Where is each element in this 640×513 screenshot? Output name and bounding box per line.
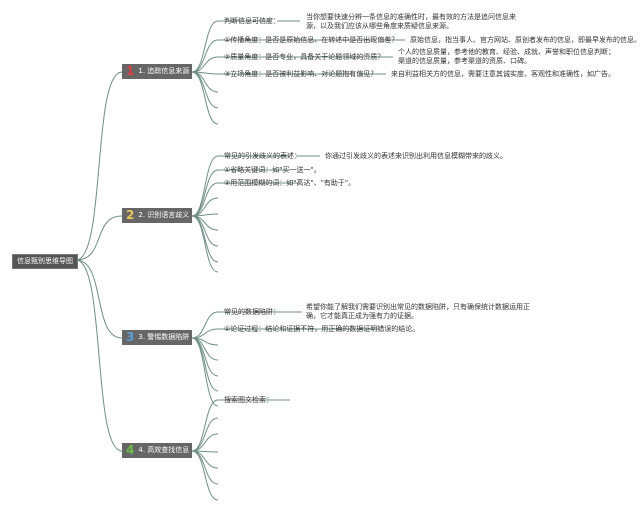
leaf-1-4-detail: 来自利益相关方的信息，需要注意其诚实度、客观性和准确性，如广告。	[391, 70, 615, 78]
number-icon-3: 3	[126, 330, 135, 344]
branch-2-connector-9	[191, 215, 219, 273]
branch-1-connector-2	[191, 39, 219, 73]
root-connector-2	[75, 215, 123, 261]
root-connector-1	[75, 71, 123, 261]
branch-2-connector-2	[191, 169, 219, 217]
branch-label-1: 1. 追踪信息来源	[138, 67, 190, 75]
branch-2-connector-3	[191, 182, 219, 217]
leaf-3-2: ①论证过程：结论和证据不符，用正确的数据证明错误的结论。	[224, 325, 420, 333]
branch-3-connector-1	[191, 311, 219, 339]
branch-node-4: 4 4. 高效查找信息	[122, 443, 192, 458]
leaf-1-2-detail: 原始信息，指当事人、官方网站、原创者发布的信息，即最早发布的信息。	[410, 36, 640, 44]
branch-4-connector-1	[191, 399, 219, 452]
number-icon-1: 1	[126, 64, 135, 78]
branch-4-connector-3	[191, 433, 219, 452]
branch-label-2: 2. 识别语言歧义	[138, 211, 190, 219]
number-icon-2: 2	[126, 208, 135, 222]
branch-1-connector-7	[191, 71, 219, 125]
branch-4-connector-7	[191, 450, 219, 501]
branch-1-connector-6	[191, 71, 219, 109]
root-node: 信息甄别思维导图	[12, 254, 78, 269]
branch-4-connector-2	[191, 417, 219, 452]
branch-1-connector-1	[191, 20, 219, 73]
leaf-1-3: ②质量角度：是否专业，具备关于论题领域的资质？	[224, 53, 385, 61]
branch-3-connector-6	[191, 337, 219, 392]
leaf-1-2: ①传播角度：是否是原始信息、在转述中是否出现偏差？	[224, 36, 399, 44]
leaf-2-2: ①省略关键词：如"买一送一"。	[224, 166, 321, 174]
root-connector-4	[75, 259, 123, 452]
branch-4-connector-5	[191, 450, 219, 469]
leaf-1-4: ③立场角度：是否被利益影响、对论题抱有偏见？	[224, 70, 378, 78]
branch-node-3: 3 3. 警惕数据陷阱	[122, 330, 192, 345]
leaf-1-1: 判断信息可信度：	[224, 17, 280, 25]
leaf-2-1-detail: 你通过引发歧义的表述来识别出利用信息模糊带来的歧义。	[325, 152, 507, 160]
branch-node-2: 2 2. 识别语言歧义	[122, 208, 192, 223]
leaf-1-1-detail: 当你想要快速分辨一条信息的准确性时，最有效的方法是追问信息来源，以及我们应该从哪…	[306, 13, 516, 30]
leaf-2-3: ②用范围模糊的词：如"高达"、"有助于"。	[224, 179, 356, 187]
leaf-2-1: 常见的引发歧义的表述：	[224, 152, 301, 160]
branch-3-connector-7	[191, 337, 219, 407]
number-icon-4: 4	[126, 443, 135, 457]
leaf-4-1: 搜索图文检索：	[224, 396, 273, 404]
leaf-3-1-detail: 希望你能了解我们需要识别出常见的数据陷阱，只有确保统计数据运用正确，它才能真正成…	[306, 303, 530, 320]
branch-label-3: 3. 警惕数据陷阱	[138, 333, 190, 341]
branch-label-4: 4. 高效查找信息	[138, 446, 190, 454]
leaf-1-3-detail: 个人的信息质量，参考他的教育、经验、成就、声誉和职位信息判断；渠道的信息质量，参…	[398, 48, 615, 65]
branch-node-1: 1 1. 追踪信息来源	[122, 64, 192, 79]
branch-2-connector-7	[191, 215, 219, 247]
root-connector-3	[75, 259, 123, 339]
leaf-3-1: 常见的数据陷阱：	[224, 308, 280, 316]
